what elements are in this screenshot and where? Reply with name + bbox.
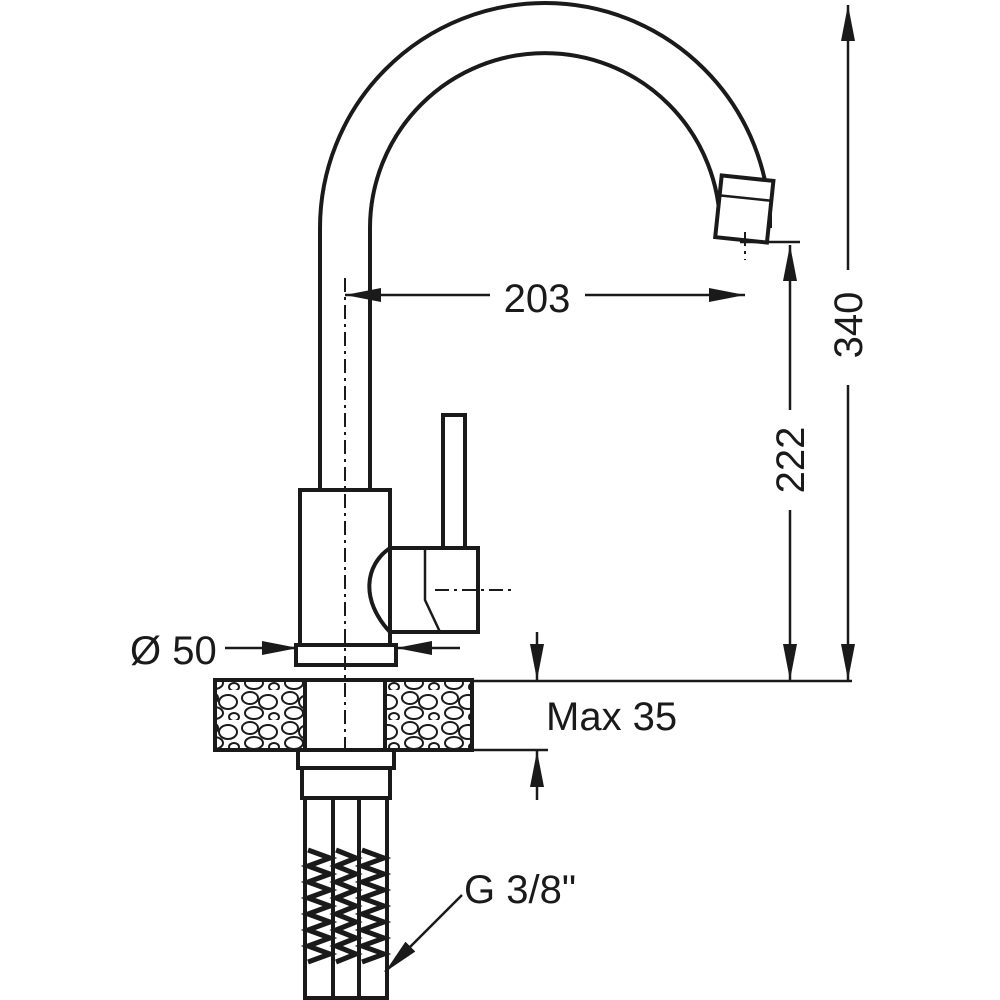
dimension-label: Ø 50 [130,629,217,673]
countertop [213,678,474,752]
dimension-diameter: Ø 50 [130,629,460,673]
dimension-label: 340 [827,292,871,359]
spout [318,1,776,494]
dimension-max-thickness: Max 35 [530,632,677,800]
spout-nozzle [713,173,776,245]
dimension-340: 340 [827,5,871,680]
mounting-and-hoses [296,748,396,1000]
dimension-label: 222 [769,427,813,494]
connection-label: G 3/8" [464,868,576,912]
dimension-203: 203 [345,277,745,321]
dimension-222: 222 [769,245,813,680]
connection-callout: G 3/8" [384,868,576,973]
dimension-label: 203 [504,277,571,321]
dimension-label: Max 35 [546,695,677,739]
